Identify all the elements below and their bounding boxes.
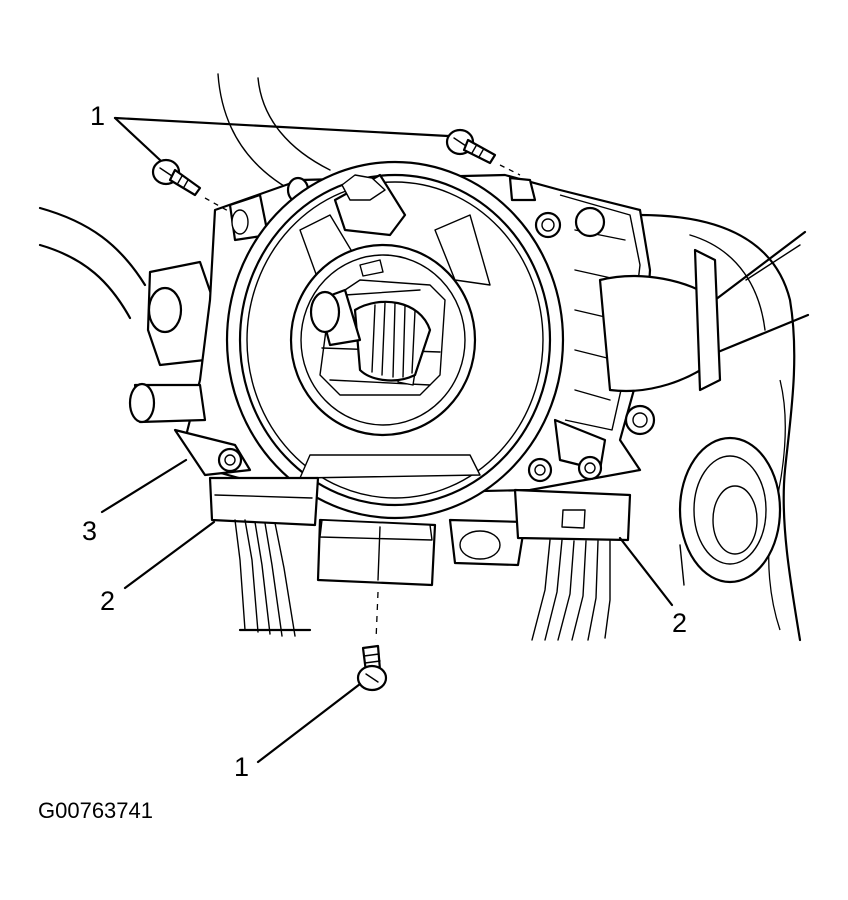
screw-bottom <box>356 591 388 692</box>
clock-spring-connector <box>316 518 527 587</box>
callout-1-top: 1 <box>90 101 105 131</box>
electrical-connector-left <box>208 476 320 637</box>
electrical-connector-right <box>513 488 632 641</box>
screw-top-right <box>445 128 521 176</box>
turn-signal-lever <box>38 206 222 367</box>
ignition-lock-cylinder <box>678 436 782 586</box>
steering-shaft <box>309 288 432 382</box>
callout-1-bottom: 1 <box>234 752 249 782</box>
callout-2-left: 2 <box>100 586 115 616</box>
leader-lines <box>100 116 674 764</box>
callout-3: 3 <box>82 516 97 546</box>
callout-2-right: 2 <box>672 608 687 638</box>
screw-top-left <box>151 158 231 213</box>
figure-id: G00763741 <box>38 798 153 823</box>
